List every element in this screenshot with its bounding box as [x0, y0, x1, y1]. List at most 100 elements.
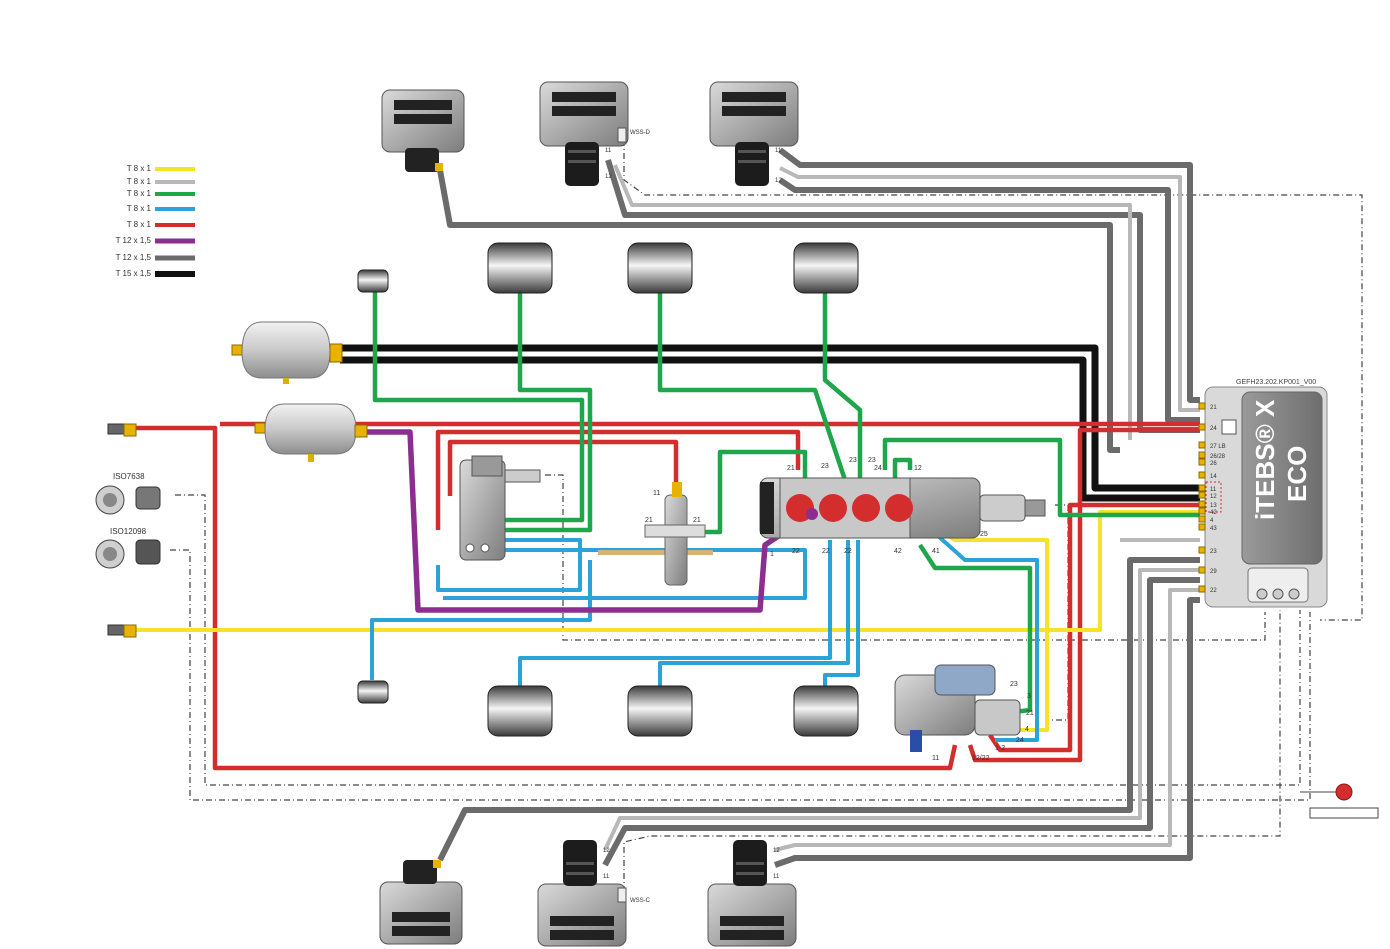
- iso12098-cable: [170, 549, 1311, 801]
- port-label: 24: [874, 465, 882, 472]
- port-label: 22: [822, 548, 830, 555]
- port-label: 21: [693, 517, 701, 524]
- port-label: 11: [605, 148, 612, 154]
- air-bellows: [357, 242, 859, 737]
- port-label: 11: [603, 874, 610, 880]
- brake-chamber: [709, 81, 799, 186]
- ecu-port-label: 43: [1210, 526, 1217, 532]
- trailer-control-valve: [894, 664, 1021, 752]
- legend-label: T 15 x 1,5: [116, 269, 152, 278]
- brake-chamber: [537, 840, 627, 947]
- ecu-port-label: 4: [1210, 518, 1214, 524]
- legend-row: T 8 x 1: [127, 204, 195, 213]
- ecu-port-label: 21: [1210, 405, 1217, 411]
- legend-row: T 8 x 1: [127, 164, 195, 173]
- control-lines-blue: [370, 518, 1039, 742]
- ecu-code: GEFH23.202.KP001_V00: [1236, 379, 1316, 386]
- ebs-modulator: [759, 477, 1046, 539]
- relay-valve: [598, 482, 713, 586]
- ecu-port-pin: [1198, 484, 1206, 492]
- ecu-port-label: 12: [1210, 494, 1217, 500]
- port-label: 24: [1016, 737, 1024, 744]
- iso7638-cable: [175, 494, 1301, 786]
- air-tank-secondary: [254, 403, 368, 462]
- ecu-port-pin: [1198, 441, 1206, 449]
- brake-chamber: [539, 81, 629, 186]
- legend-row: T 8 x 1: [127, 177, 195, 186]
- ecu-port-label: 22: [1210, 588, 1217, 594]
- legend-label: T 12 x 1,5: [116, 236, 152, 245]
- port-label: 12: [914, 465, 922, 472]
- ecu-port-label: 26/28: [1210, 454, 1226, 460]
- brake-chamber: [381, 89, 465, 172]
- legend-row: T 12 x 1,5: [116, 253, 195, 262]
- port-label: 23: [868, 457, 876, 464]
- ecu-port-pin: [1198, 585, 1206, 593]
- brake-chambers-bottom: [379, 840, 797, 947]
- port-label: 21: [1026, 710, 1034, 717]
- port-label: 1: [770, 551, 774, 558]
- ecu-port-label: 42: [1210, 510, 1217, 516]
- ecu-module: GEFH23.202.KP001_V00 iTEBS® X ECO: [1204, 379, 1328, 608]
- port-label: 23: [1010, 681, 1018, 688]
- coupling-head-yellow: [107, 624, 137, 638]
- legend-label: T 12 x 1,5: [116, 253, 152, 262]
- legend-label: T 8 x 1: [127, 189, 152, 198]
- wss-c-label: WSS-C: [630, 898, 651, 904]
- height-sensor-cable: [545, 474, 1266, 641]
- port-label: 23: [849, 457, 857, 464]
- port-label: 21: [645, 517, 653, 524]
- ecu-subtitle: ECO: [1282, 446, 1312, 502]
- legend-row: T 8 x 1: [127, 189, 195, 198]
- port-label: 11: [775, 148, 782, 154]
- ecu-port-pin: [1198, 423, 1206, 431]
- brake-chambers-top: [381, 81, 799, 186]
- ecu-port-pin: [1198, 451, 1206, 459]
- port-label: 11: [932, 755, 939, 762]
- control-lines-red: [135, 421, 1200, 771]
- pipe-legend: T 8 x 1 T 8 x 1 T 8 x 1 T 8 x 1 T 8 x 1 …: [116, 164, 195, 278]
- port-label: 12: [603, 848, 610, 854]
- ecu-port-label: 11: [1210, 487, 1217, 493]
- ecu-port-label: 24: [1210, 426, 1217, 432]
- ecu-port-label: 26: [1210, 461, 1217, 467]
- legend-row: T 12 x 1,5: [116, 236, 195, 245]
- legend-label: T 8 x 1: [127, 164, 152, 173]
- iso12098-label: ISO12098: [110, 527, 147, 536]
- port-label: 22: [844, 548, 852, 555]
- levelling-valve: [459, 455, 541, 561]
- control-lines-purple: [360, 429, 812, 613]
- legend-label: T 8 x 1: [127, 204, 152, 213]
- ecu-port-pin: [1198, 491, 1206, 499]
- ecu-port-pin: [1198, 546, 1206, 554]
- port-label: 11: [653, 490, 660, 497]
- port-label: 11: [773, 874, 780, 880]
- iso7638-label: ISO7638: [113, 472, 145, 481]
- ecu-port-label: 23: [1210, 549, 1217, 555]
- ecu-port-pin: [1198, 507, 1206, 515]
- port-label: 4: [1025, 726, 1029, 733]
- ecu-port-pin: [1198, 566, 1206, 574]
- legend-label: T 8 x 1: [127, 220, 152, 229]
- chamber-port-labels: 11 12 11 12 12 11 12 11 WSS-D WSS-C: [603, 130, 782, 904]
- legend-label: T 8 x 1: [127, 177, 152, 186]
- port-label: 12: [775, 178, 782, 184]
- port-label: 41: [932, 548, 940, 555]
- ecu-port-pin: [1198, 523, 1206, 531]
- iso7638-socket: [95, 485, 161, 515]
- legend-row: T 15 x 1,5: [116, 269, 195, 278]
- wss-c-cable: [623, 610, 1281, 892]
- port-label: 12: [605, 174, 612, 180]
- iso12098-socket: [95, 539, 161, 569]
- ecu-port-label: 27 LB: [1210, 444, 1226, 450]
- ecu-port-pin: [1198, 515, 1206, 523]
- brake-chamber: [707, 840, 797, 947]
- ecu-port-label: 29: [1210, 569, 1217, 575]
- legend-row: T 8 x 1: [127, 220, 195, 229]
- ecu-title: iTEBS® X: [1250, 399, 1280, 520]
- port-label: 1-2: [995, 745, 1005, 752]
- ecu-port-pin: [1198, 500, 1206, 508]
- port-label: 25: [980, 531, 988, 538]
